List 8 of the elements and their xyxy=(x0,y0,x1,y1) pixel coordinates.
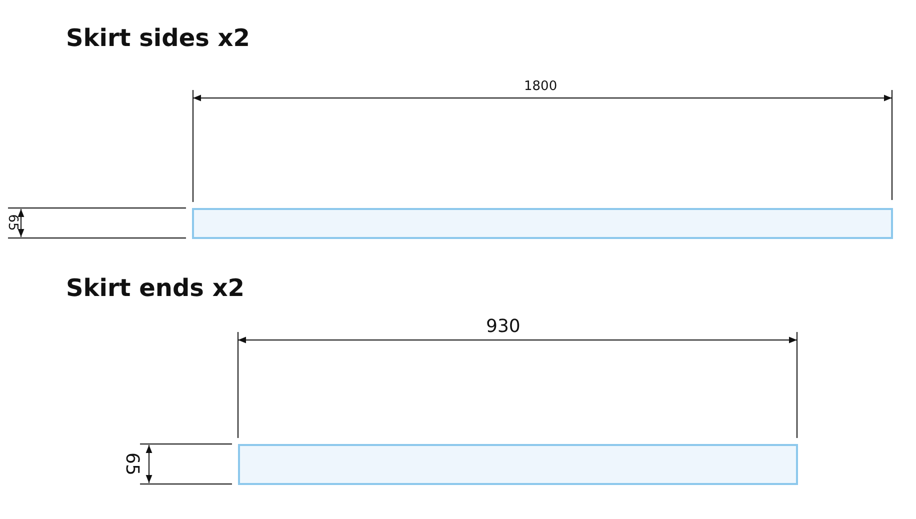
dimension-label: 65 xyxy=(122,452,140,476)
board-rectangle xyxy=(238,444,798,485)
dimension-label: 1800 xyxy=(524,80,558,93)
board-rectangle xyxy=(192,208,893,239)
section-heading: Skirt sides x2 xyxy=(66,26,250,50)
section-heading: Skirt ends x2 xyxy=(66,276,244,300)
dimension-label: 930 xyxy=(486,318,520,336)
dimension-label: 65 xyxy=(6,214,19,231)
